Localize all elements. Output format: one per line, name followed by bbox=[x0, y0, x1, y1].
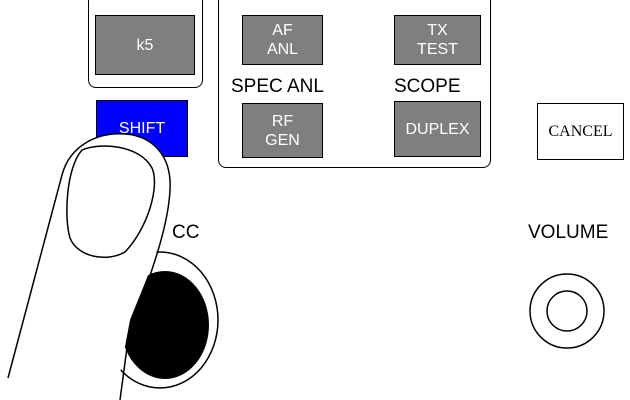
volume-knob-icon[interactable] bbox=[530, 274, 604, 348]
